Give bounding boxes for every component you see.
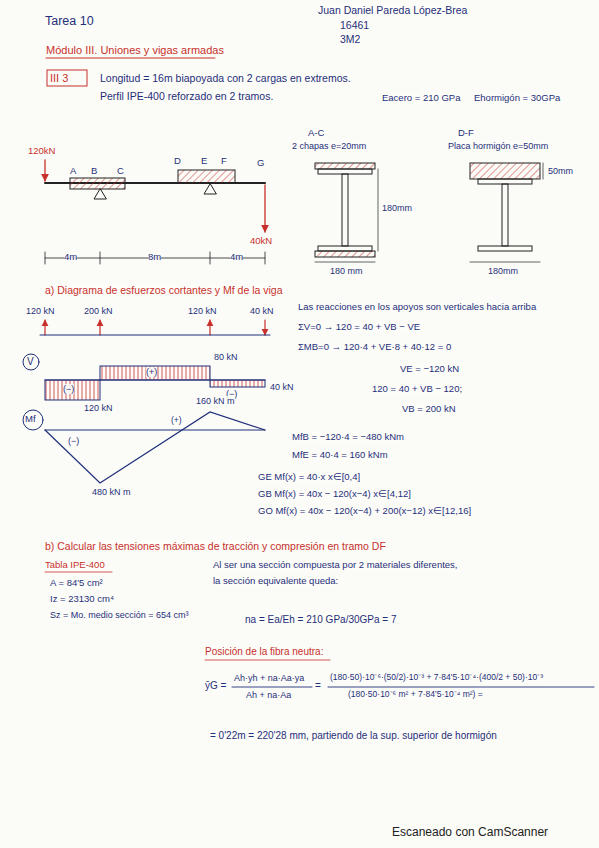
load-label: 120 kN	[188, 306, 217, 316]
dimension: 4m	[64, 252, 77, 263]
equation: na = Ea/Eh = 210 GPa/30GPa = 7	[245, 614, 397, 626]
equation: MfB = −120·4 = −480 kNm	[292, 432, 404, 443]
module-heading: Módulo III. Uniones y vigas armadas	[46, 44, 224, 57]
value-label: 160 kN m	[196, 396, 235, 406]
dimension: 4m	[230, 252, 243, 263]
equation: 120 = 40 + VB − 120;	[372, 384, 462, 395]
value-label: 480 kN m	[92, 487, 131, 497]
equation: ȳG =	[205, 680, 226, 692]
load-label: 200 kN	[84, 306, 113, 316]
dimension: 180mm	[488, 266, 518, 276]
point-label: E	[201, 156, 207, 167]
load-label: 120kN	[28, 146, 55, 157]
point-label: B	[91, 166, 97, 177]
watermark: Escaneado con CamScanner	[392, 826, 548, 840]
part-heading: b) Calcular las tensiones máximas de tra…	[45, 540, 386, 552]
part-heading: a) Diagrama de esfuerzos cortantes y Mf …	[45, 284, 283, 296]
section-label: D-F	[458, 128, 474, 139]
equation: GB Mf(x) = 40x − 120(x−4) x∈[4,12]	[258, 489, 411, 500]
table-cell: A = 84'5 cm²	[50, 578, 103, 589]
author: Juan Daniel Pareda López-Brea	[318, 4, 467, 16]
equation: ΣV=0 → 120 = 40 + VB − VE	[298, 322, 420, 333]
value-label: 120 kN	[84, 403, 113, 413]
statement: Longitud = 16m biapoyada con 2 cargas en…	[100, 72, 351, 84]
sign-label: (+)	[146, 367, 157, 377]
section-note: 2 chapas e=20mm	[292, 141, 366, 151]
diagram-symbol: V	[27, 356, 34, 368]
load-label: 120 kN	[26, 306, 55, 316]
point-label: F	[221, 156, 227, 167]
result: = 0'22m = 220'28 mm, partiendo de la sup…	[210, 730, 497, 742]
sign-label: (−)	[68, 436, 79, 446]
point-label: G	[257, 158, 264, 169]
equation: MfE = 40·4 = 160 kNm	[292, 450, 388, 461]
diagram-symbol: Mf	[25, 414, 36, 425]
dimension: 180 mm	[330, 266, 363, 276]
point-label: C	[117, 166, 124, 177]
statement: Perfil IPE-400 reforzado en 2 tramos.	[100, 90, 273, 102]
equation: GE Mf(x) = 40·x x∈[0,4]	[258, 472, 360, 483]
note: Al ser una sección compuesta por 2 mater…	[213, 560, 458, 571]
section-label: A-C	[308, 128, 324, 139]
fraction-part: (180·50)·10⁻⁶·(50/2)·10⁻³ + 7·84'5·10⁻⁴·…	[330, 673, 543, 683]
load-label: 40kN	[250, 236, 272, 247]
load-label: 40 kN	[250, 306, 274, 316]
point-label: A	[70, 166, 76, 177]
dimension: 180mm	[382, 203, 412, 213]
equation: VE = −120 kN	[400, 364, 459, 375]
dimension: 50mm	[548, 166, 573, 176]
point-label: D	[174, 156, 181, 167]
fraction-part: (180·50·10⁻⁶ m² + 7·84'5·10⁻⁴ m²) =	[348, 690, 483, 700]
exercise-number: III 3	[50, 72, 68, 85]
material-value: Eacero = 210 GPa	[382, 93, 460, 104]
equation-note: Las reacciones en los apoyos son vertica…	[298, 302, 536, 313]
section-note: Placa hormigón e=50mm	[448, 141, 548, 151]
subheading: Posición de la fibra neutra:	[205, 646, 323, 658]
equation: VB = 200 kN	[402, 404, 456, 415]
value-label: 80 kN	[214, 352, 238, 362]
sign-label: (+)	[171, 416, 182, 426]
table-cell: Iz = 23130 cm⁴	[50, 594, 114, 605]
student-id: 16461	[340, 19, 369, 31]
fraction-part: Ah + na·Aa	[246, 690, 291, 700]
table-cell: Sz = Mo. medio sección = 654 cm³	[50, 610, 189, 620]
fraction-part: Ah·yh + na·Aa·ya	[234, 673, 304, 683]
group: 3M2	[340, 33, 360, 45]
material-value: Ehormigón = 30GPa	[474, 93, 560, 104]
table-title: Tabla IPE-400	[45, 560, 105, 571]
page-title: Tarea 10	[45, 14, 94, 28]
dimension: 8m	[148, 252, 161, 263]
equation: GO Mf(x) = 40x − 120(x−4) + 200(x−12) x∈…	[258, 506, 471, 517]
value-label: 40 kN	[270, 382, 294, 392]
note: la sección equivalente queda:	[213, 576, 338, 587]
equation: =	[315, 680, 321, 692]
equation: ΣMB=0 → 120·4 + VE·8 + 40·12 = 0	[298, 342, 451, 353]
sign-label: (−)	[63, 384, 74, 394]
